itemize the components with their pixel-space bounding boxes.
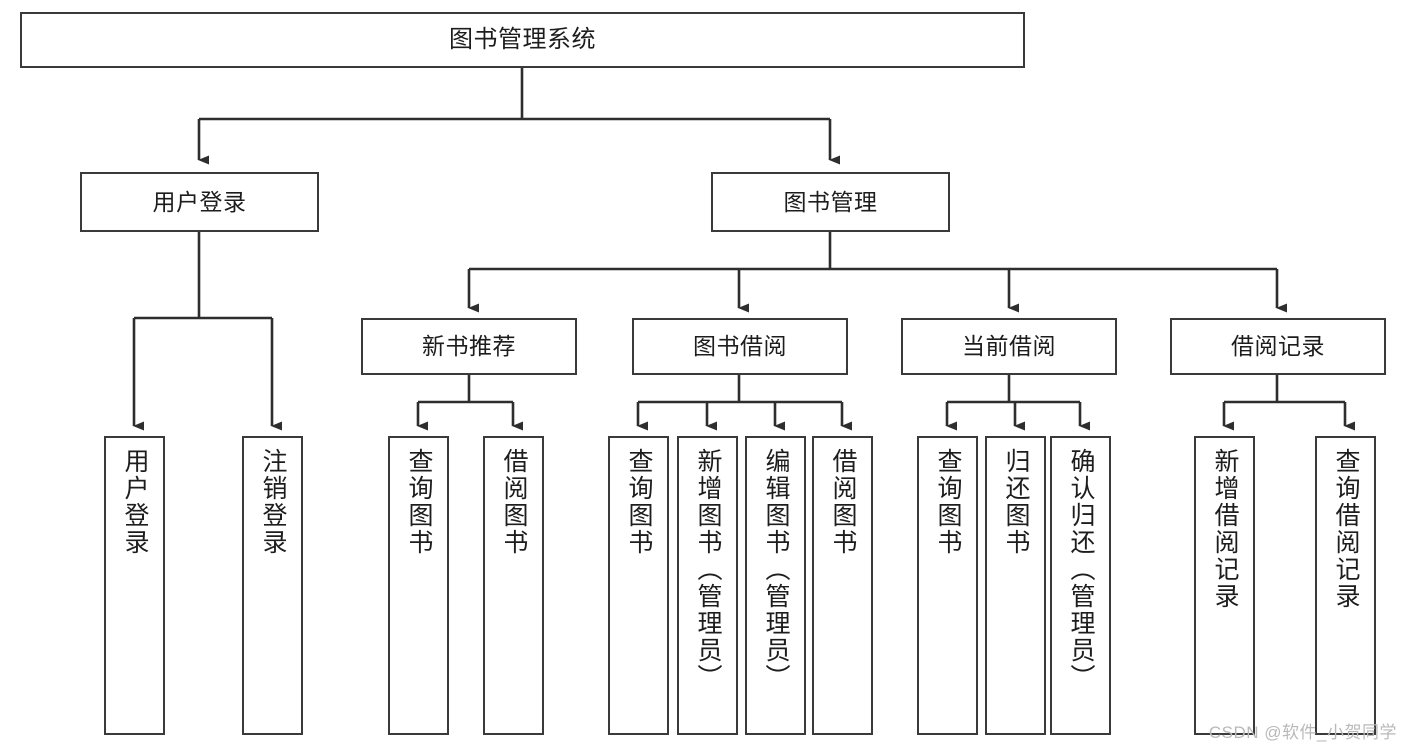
- node-leaf-borrow-book-2-label: 借阅图书: [829, 448, 857, 556]
- node-leaf-query-book-3[interactable]: 查询图书: [917, 436, 978, 735]
- node-new-book-recommend[interactable]: 新书推荐: [361, 318, 577, 375]
- node-leaf-query-book-3-label: 查询图书: [934, 448, 962, 556]
- node-leaf-user-login-label: 用户登录: [121, 448, 149, 556]
- node-borrow-record-label: 借阅记录: [1231, 333, 1325, 360]
- node-leaf-add-record[interactable]: 新增借阅记录: [1194, 436, 1255, 735]
- node-root[interactable]: 图书管理系统: [20, 12, 1025, 68]
- node-leaf-query-book-2[interactable]: 查询图书: [608, 436, 669, 735]
- node-user-login-label: 用户登录: [152, 188, 247, 215]
- node-book-borrow-label: 图书借阅: [693, 333, 787, 360]
- node-book-manage[interactable]: 图书管理: [711, 172, 950, 232]
- node-leaf-borrow-book-1-label: 借阅图书: [500, 448, 528, 556]
- node-leaf-add-book[interactable]: 新增图书（管理员）: [677, 436, 738, 735]
- node-leaf-query-record[interactable]: 查询借阅记录: [1315, 436, 1376, 735]
- node-leaf-query-record-label: 查询借阅记录: [1332, 448, 1360, 610]
- node-borrow-record[interactable]: 借阅记录: [1170, 318, 1386, 375]
- node-leaf-edit-book-label: 编辑图书（管理员）: [762, 448, 790, 691]
- node-leaf-query-book-1[interactable]: 查询图书: [388, 436, 449, 735]
- node-leaf-return-book-label: 归还图书: [1002, 448, 1030, 556]
- node-leaf-borrow-book-2[interactable]: 借阅图书: [812, 436, 873, 735]
- node-leaf-logout[interactable]: 注销登录: [242, 436, 303, 735]
- node-leaf-borrow-book-1[interactable]: 借阅图书: [483, 436, 544, 735]
- node-leaf-user-login[interactable]: 用户登录: [104, 436, 165, 735]
- node-new-book-recommend-label: 新书推荐: [422, 333, 516, 360]
- node-current-borrow-label: 当前借阅: [962, 333, 1056, 360]
- node-leaf-edit-book[interactable]: 编辑图书（管理员）: [745, 436, 806, 735]
- node-leaf-confirm-return[interactable]: 确认归还（管理员）: [1050, 436, 1111, 735]
- node-book-manage-label: 图书管理: [783, 188, 878, 215]
- node-book-borrow[interactable]: 图书借阅: [632, 318, 848, 375]
- node-leaf-logout-label: 注销登录: [259, 448, 287, 556]
- node-leaf-add-book-label: 新增图书（管理员）: [694, 448, 722, 691]
- node-leaf-confirm-return-label: 确认归还（管理员）: [1067, 448, 1095, 691]
- node-current-borrow[interactable]: 当前借阅: [901, 318, 1117, 375]
- node-leaf-query-book-1-label: 查询图书: [405, 448, 433, 556]
- watermark: CSDN @软件_小贺同学: [1208, 723, 1397, 742]
- node-leaf-return-book[interactable]: 归还图书: [985, 436, 1046, 735]
- node-root-label: 图书管理系统: [449, 26, 596, 54]
- node-leaf-add-record-label: 新增借阅记录: [1211, 448, 1239, 610]
- node-user-login[interactable]: 用户登录: [80, 172, 319, 232]
- node-leaf-query-book-2-label: 查询图书: [625, 448, 653, 556]
